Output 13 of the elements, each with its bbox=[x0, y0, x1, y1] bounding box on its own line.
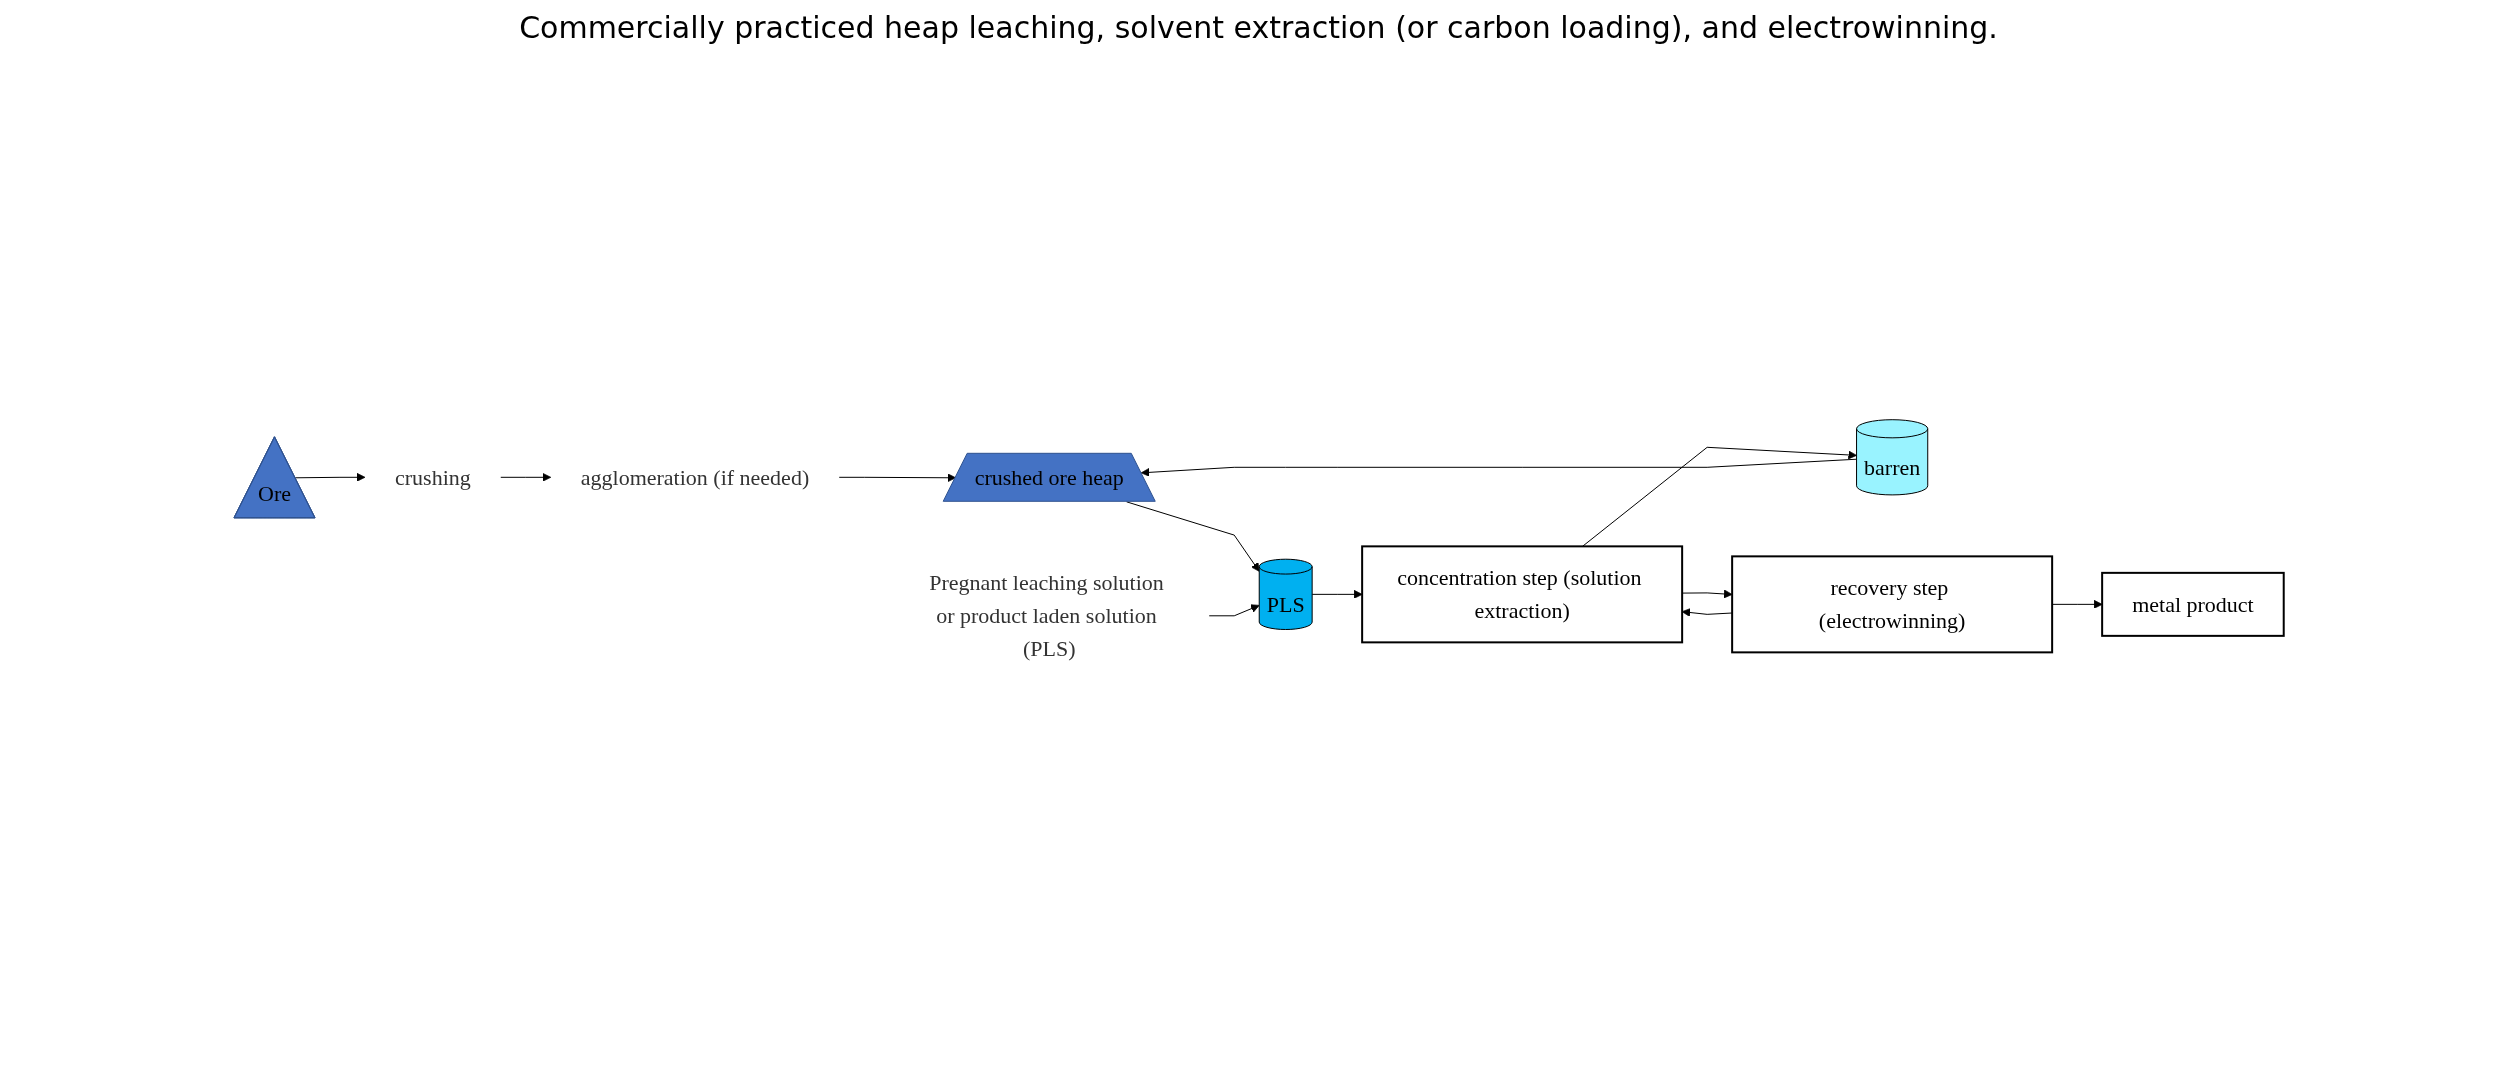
arrow bbox=[499, 472, 551, 482]
arrow bbox=[1581, 446, 1857, 547]
arrow bbox=[1140, 458, 1857, 477]
arrow bbox=[294, 472, 365, 482]
arrow bbox=[1208, 604, 1260, 617]
node-box: metal product bbox=[2100, 571, 2285, 637]
node-text: crushing bbox=[394, 464, 471, 490]
node-text: Pregnant leaching solution or product laden solution (PLS) bbox=[928, 570, 1164, 662]
diagram-title: Commercially practiced heap leaching, solvent extraction (or carbon loading), and electrowinning. bbox=[518, 9, 1999, 47]
arrow bbox=[838, 473, 956, 483]
node-box: concentration step (solution extraction) bbox=[1360, 545, 1683, 644]
node-text: agglomeration (if needed) bbox=[580, 464, 809, 490]
node-box: recovery step (electrowinning) bbox=[1730, 555, 2053, 654]
